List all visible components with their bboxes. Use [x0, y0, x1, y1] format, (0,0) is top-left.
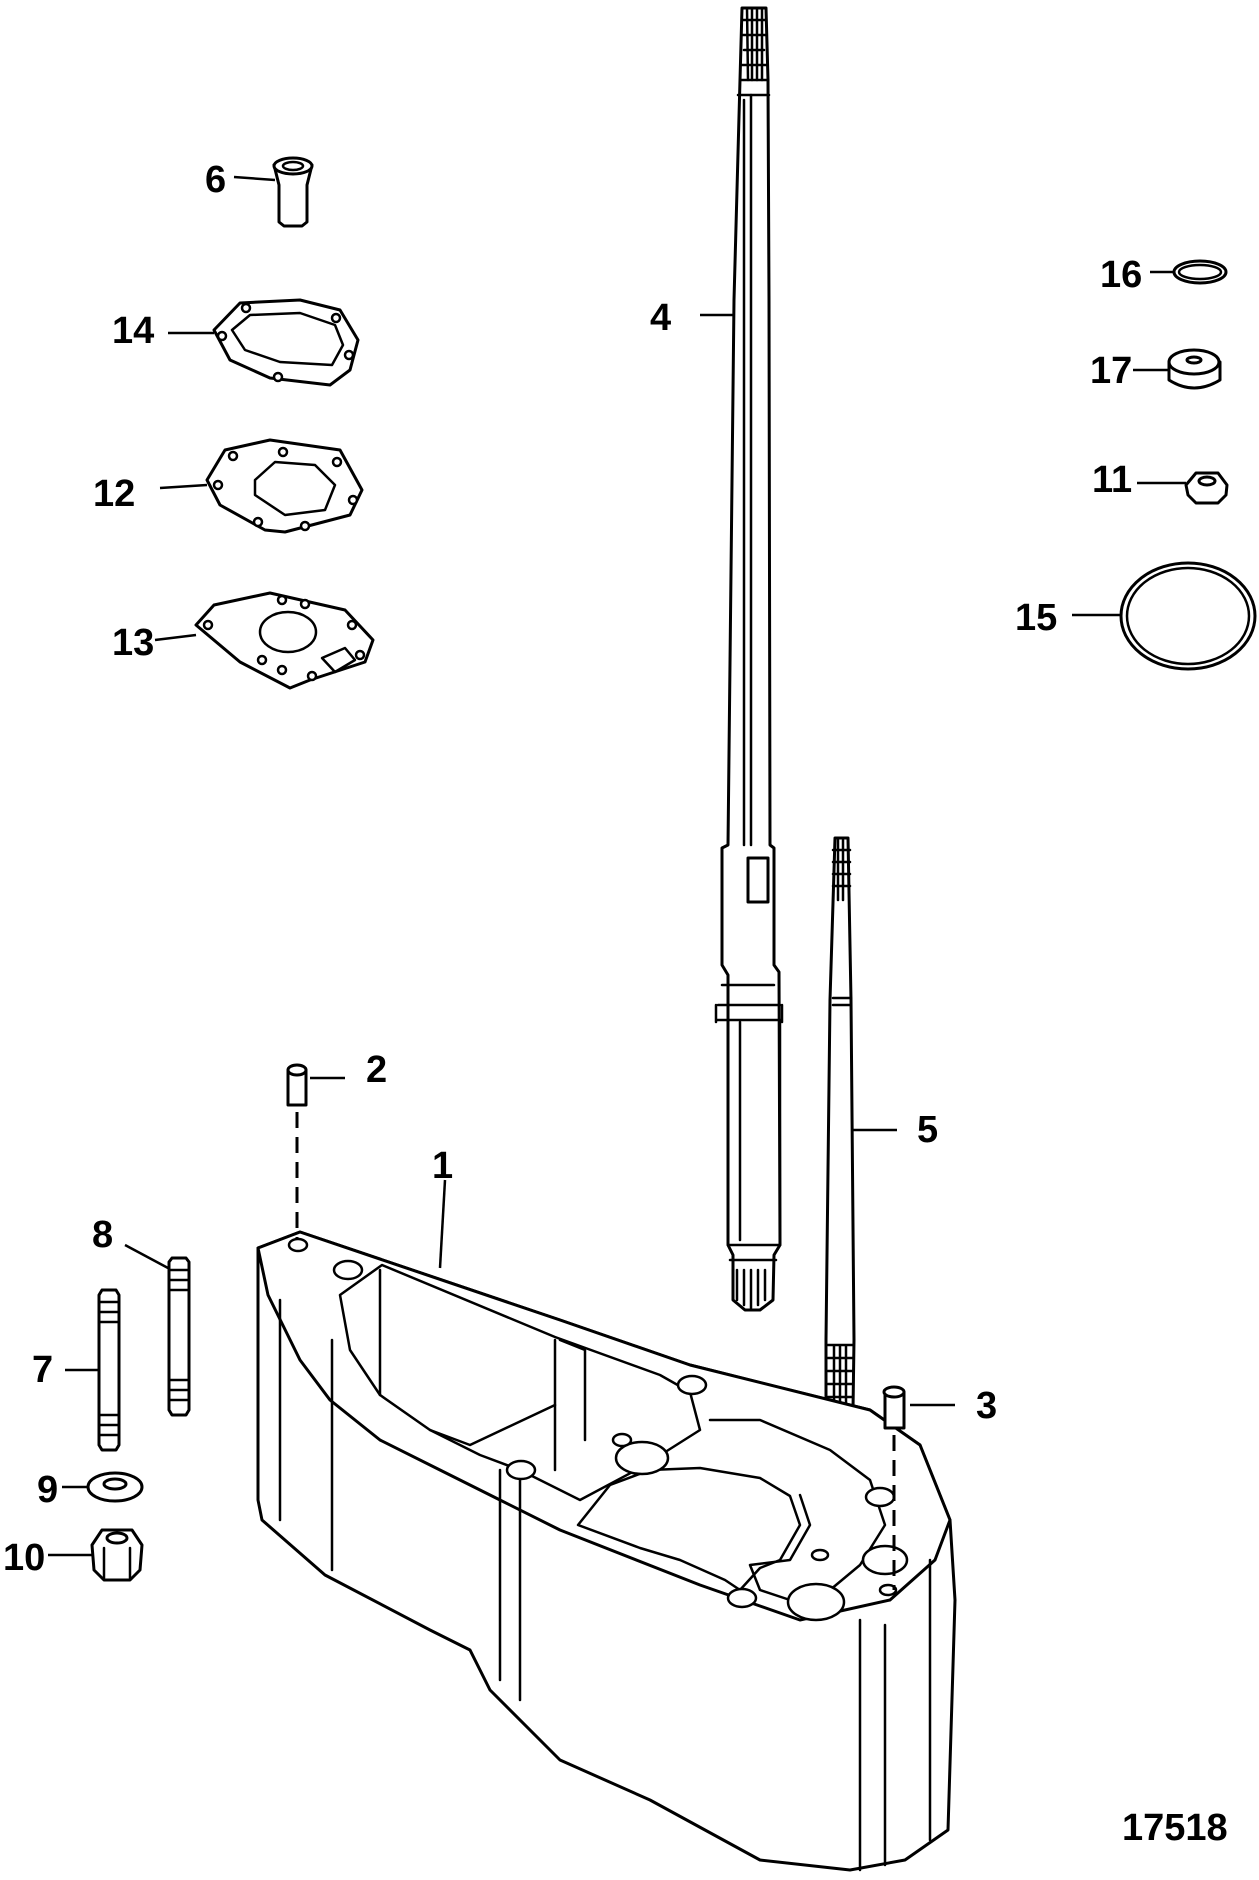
part-9-washer: [62, 1471, 144, 1503]
callout-6: 6: [205, 159, 226, 201]
part-5-shift-shaft: [824, 836, 897, 1420]
part-12-plate: [159, 438, 364, 534]
callout-4: 4: [650, 297, 671, 339]
part-1-driveshaft-housing: [256, 1179, 957, 1872]
part-14-gasket: [168, 298, 360, 387]
callout-14: 14: [112, 310, 154, 352]
callout-16: 16: [1100, 254, 1142, 296]
callout-13: 13: [112, 622, 154, 664]
callout-17: 17: [1090, 350, 1132, 392]
callout-9: 9: [37, 1469, 58, 1511]
part-15-o-ring: [1072, 561, 1257, 671]
callout-5: 5: [917, 1109, 938, 1151]
callout-15: 15: [1015, 597, 1057, 639]
callout-7: 7: [32, 1349, 53, 1391]
callout-3: 3: [976, 1385, 997, 1427]
callout-1: 1: [432, 1145, 453, 1187]
part-11-nut: [1137, 471, 1229, 505]
callout-2: 2: [366, 1049, 387, 1091]
callout-8: 8: [92, 1214, 113, 1256]
figure-number: 17518: [1122, 1807, 1228, 1849]
part-13-gasket: [154, 591, 375, 690]
part-10-nut: [48, 1528, 144, 1582]
callout-11: 11: [1092, 459, 1132, 501]
part-4-driveshaft: [700, 6, 784, 1312]
callout-12: 12: [93, 473, 135, 515]
part-16-o-ring: [1150, 259, 1228, 285]
part-17-spacer: [1133, 348, 1222, 390]
part-7-stud: [65, 1288, 121, 1452]
part-3-dowel-pin: [882, 1385, 955, 1590]
part-6-bushing: [233, 156, 314, 228]
part-8-stud: [124, 1243, 191, 1417]
callout-10: 10: [3, 1537, 45, 1579]
part-2-dowel-pin: [286, 1063, 345, 1240]
